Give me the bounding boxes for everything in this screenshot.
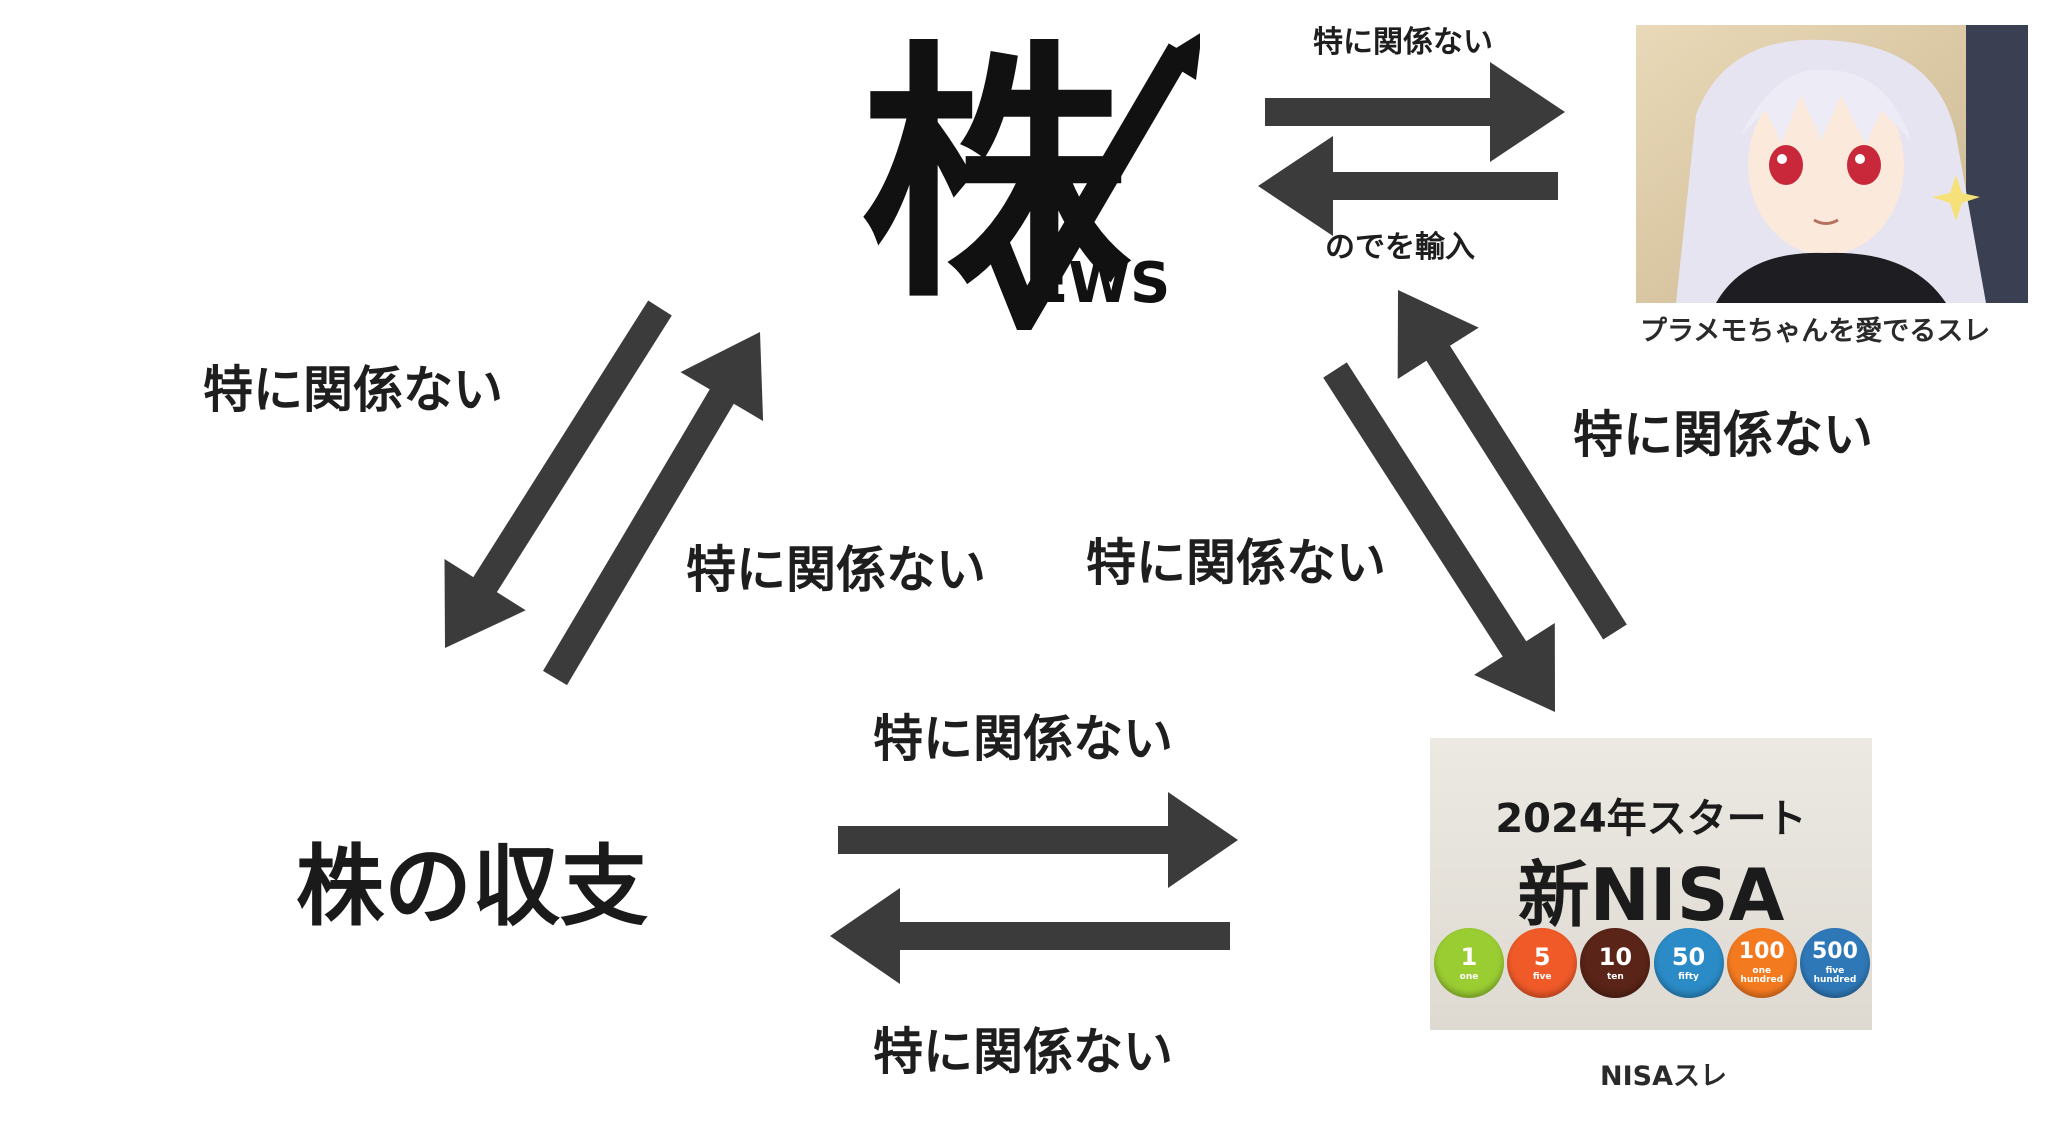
plamemo-image	[1636, 25, 2028, 303]
arrow-nisa-to-news	[1397, 290, 1627, 640]
plamemo-caption: プラメモちゃんを愛でるスレ	[1640, 316, 1991, 347]
arrow-news-to-shushi	[444, 300, 672, 648]
logo-ews-text: EWS	[1030, 251, 1170, 316]
nisa-coin-word: ten	[1606, 971, 1624, 982]
nisa-coin-number: 50	[1671, 942, 1706, 971]
arrow-news-to-plamemo	[1265, 62, 1565, 162]
nisa-year-text: 2024年スタート	[1495, 796, 1807, 842]
logo-arrow-head	[1160, 33, 1200, 80]
arrow-news-to-nisa	[1323, 362, 1555, 712]
nisa-coin-word: one	[1459, 971, 1479, 982]
arrow-shushi-to-news	[543, 332, 764, 686]
nisa-title-text: 新NISA	[1517, 853, 1785, 937]
nisa-coin-word: one hundred	[1740, 966, 1784, 985]
nisa-coin-word: five hundred	[1813, 966, 1857, 985]
nisa-coin: 500 five hundred	[1799, 928, 1870, 998]
nisa-coin-number: 500	[1811, 939, 1858, 964]
label-plamemo-to-news: のでを輸入	[1325, 230, 1475, 265]
label-nisa-to-news: 特に関係ない	[1573, 406, 1873, 464]
arrow-plamemo-to-news	[1258, 136, 1558, 236]
label-news-to-plamemo: 特に関係ない	[1313, 25, 1493, 60]
nisa-coin: 100 one hundred	[1726, 928, 1797, 998]
nisa-coin-word: fifty	[1678, 971, 1699, 982]
nisa-coin-number: 1	[1460, 942, 1478, 971]
kabu-news-logo: 株 EWS	[860, 19, 1200, 330]
nisa-coin-number: 10	[1598, 942, 1633, 971]
arrow-shushi-to-nisa	[838, 792, 1238, 888]
nisa-caption: NISAスレ	[1600, 1061, 1727, 1092]
logo-check-stroke	[982, 43, 1192, 330]
arrow-nisa-to-shushi	[830, 888, 1230, 984]
nisa-coin-word: five	[1532, 971, 1552, 982]
label-nisa-to-shushi: 特に関係ない	[873, 1023, 1173, 1081]
label-news-to-nisa: 特に関係ない	[1086, 534, 1386, 592]
label-news-to-shushi: 特に関係ない	[203, 361, 503, 419]
nisa-coin-number: 100	[1738, 939, 1785, 964]
kabu-shushi-label: 株の収支	[296, 835, 649, 938]
label-shushi-to-news: 特に関係ない	[686, 541, 986, 599]
label-shushi-to-nisa: 特に関係ない	[873, 710, 1173, 768]
nisa-coin-number: 5	[1533, 942, 1551, 971]
